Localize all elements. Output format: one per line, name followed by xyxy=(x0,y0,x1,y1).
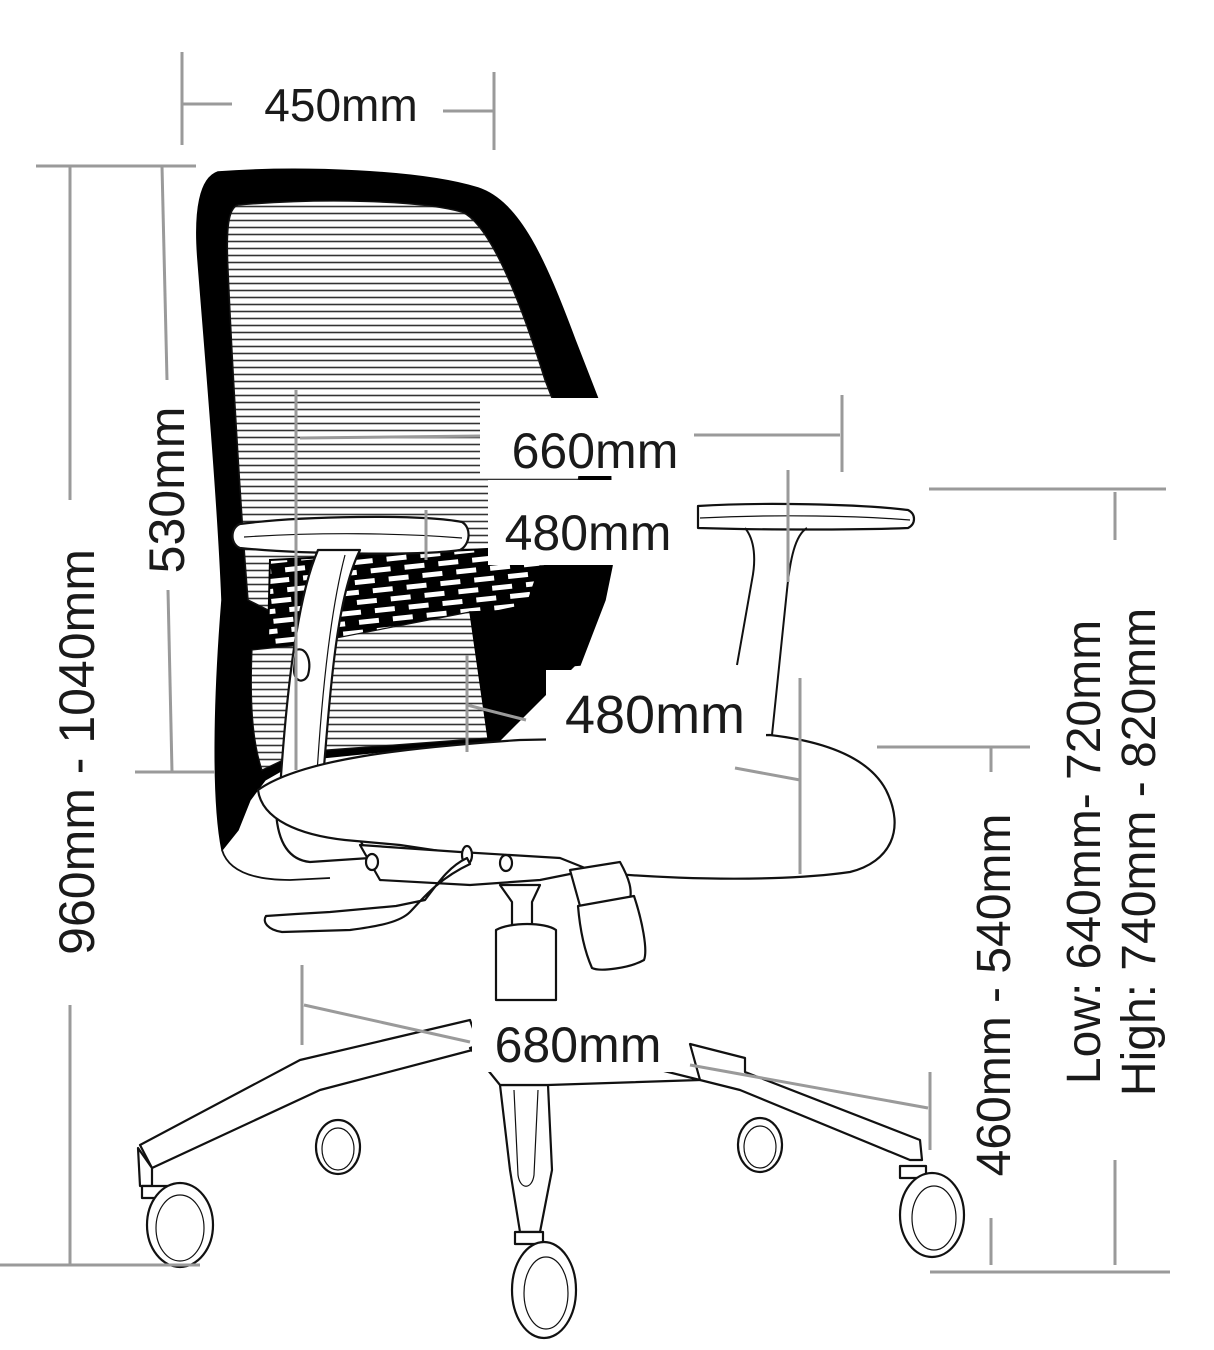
dimension-labels: 450mm 960mm - 1040mm 530mm 660mm 480mm 4… xyxy=(49,79,1166,1176)
chair-illustration xyxy=(136,168,966,1340)
tilt-lever xyxy=(263,856,472,934)
label-overall-width: 660mm xyxy=(512,423,679,479)
label-armrest-height-high: High: 740mm - 820mm xyxy=(1113,608,1166,1096)
left-armrest-pad xyxy=(231,515,470,555)
label-seat-height: 460mm - 540mm xyxy=(968,814,1021,1177)
label-seat-width: 480mm xyxy=(565,685,745,745)
casters xyxy=(140,1116,966,1340)
seat-mechanism xyxy=(358,843,592,887)
label-base-diameter: 680mm xyxy=(495,1017,662,1073)
caster-left-rear xyxy=(314,1118,362,1176)
caster-center xyxy=(510,1230,578,1340)
caster-left-front xyxy=(140,1181,215,1269)
right-armrest-post xyxy=(736,527,756,666)
seat-cushion xyxy=(256,733,896,880)
label-armrest-height-low: Low: 640mm- 720mm xyxy=(1058,620,1111,1084)
right-armrest-pad xyxy=(696,502,916,531)
label-armrest-width: 480mm xyxy=(505,505,672,561)
lower-back-dark xyxy=(469,609,523,739)
gas-lift xyxy=(498,883,542,927)
label-backrest-height: 530mm xyxy=(139,407,195,574)
label-backrest-width: 450mm xyxy=(264,79,417,131)
caster-right-rear xyxy=(736,1116,784,1174)
dimension-lines xyxy=(0,52,1170,1274)
caster-right-front xyxy=(898,1164,966,1259)
label-overall-height: 960mm - 1040mm xyxy=(49,549,105,955)
